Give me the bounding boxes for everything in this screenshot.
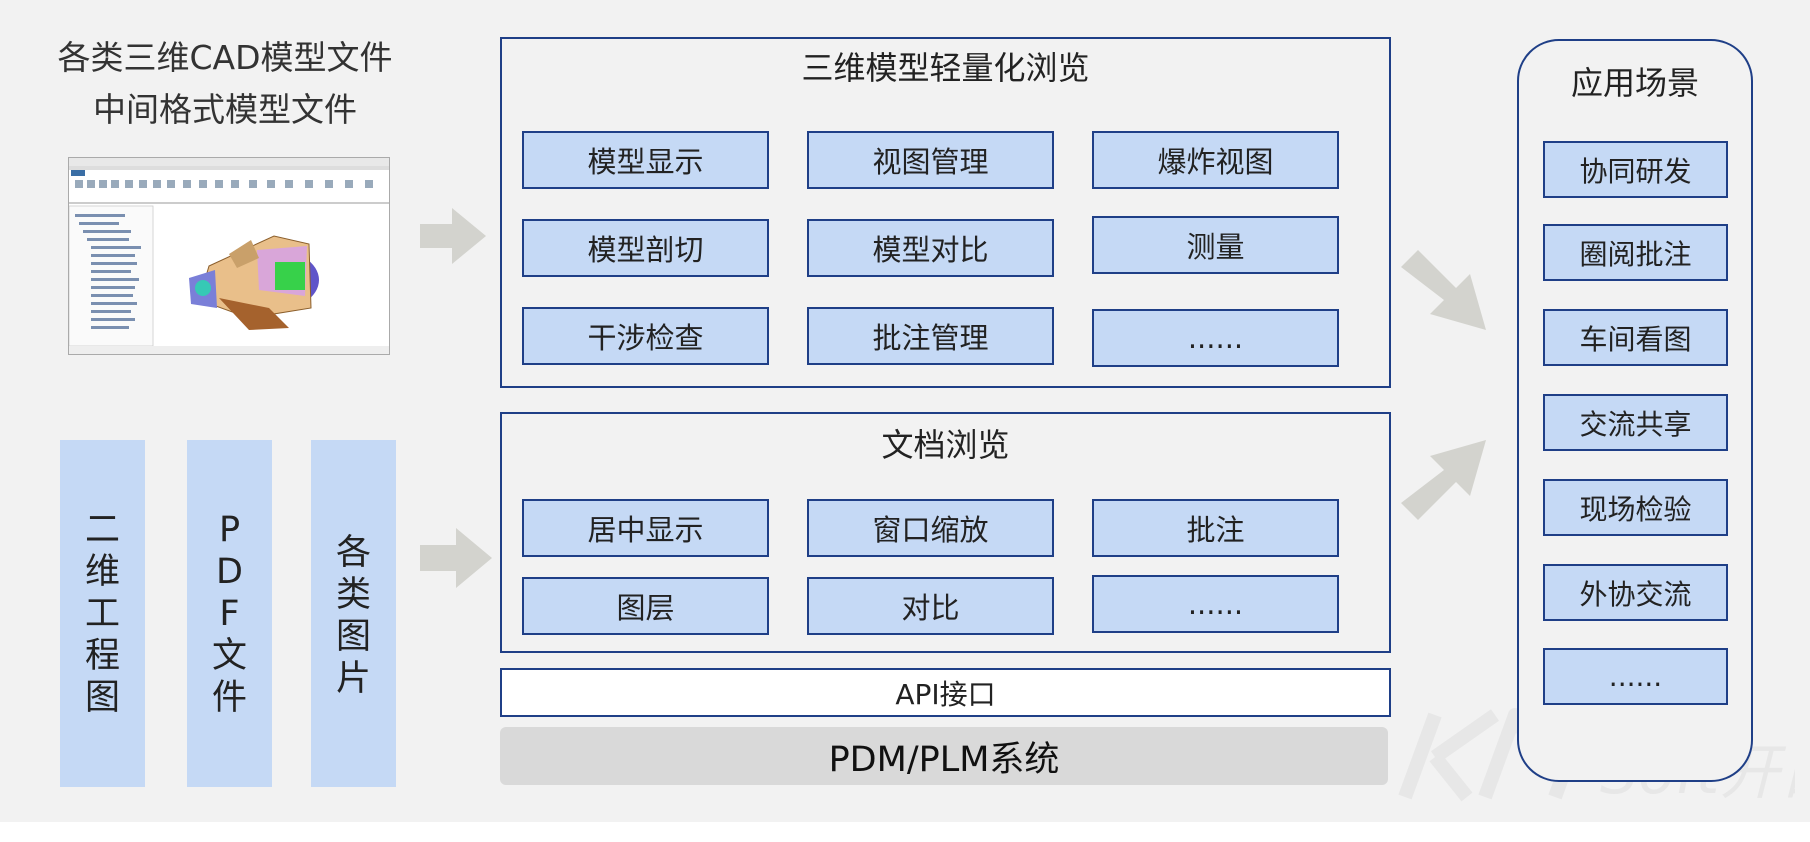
arrow-diagonal-up-icon xyxy=(1401,440,1486,520)
scenario-onsite-inspection: 现场检验 xyxy=(1543,479,1728,536)
feature-model-compare: 模型对比 xyxy=(807,219,1054,277)
feature-window-zoom: 窗口缩放 xyxy=(807,499,1054,557)
feature-view-management: 视图管理 xyxy=(807,131,1054,189)
feature-model-section: 模型剖切 xyxy=(522,219,769,277)
source-pdf-file: P D F 文 件 xyxy=(187,440,272,787)
diagram-canvas: Soft开目 各类三维CAD模型文件 中间格式模型文件 xyxy=(0,0,1810,822)
cad-screenshot-illustration xyxy=(68,158,389,354)
feature-center-display: 居中显示 xyxy=(522,499,769,557)
model-panel-title: 三维模型轻量化浏览 xyxy=(801,49,1090,87)
api-interface-bar: API接口 xyxy=(500,668,1391,717)
feature-measure: 测量 xyxy=(1092,216,1339,274)
pdm-plm-system-bar: PDM/PLM系统 xyxy=(500,727,1388,785)
feature-more: ...... xyxy=(1092,575,1339,633)
document-panel-title: 文档浏览 xyxy=(881,426,1010,464)
feature-explode-view: 爆炸视图 xyxy=(1092,131,1339,189)
scenario-communication-sharing: 交流共享 xyxy=(1543,394,1728,451)
arrow-diagonal-down-icon xyxy=(1401,250,1486,330)
cad-software-screenshot xyxy=(68,157,390,355)
scenario-collaborative-rd: 协同研发 xyxy=(1543,141,1728,198)
scenario-outsourcing-communication: 外协交流 xyxy=(1543,564,1728,621)
scenario-workshop-viewing: 车间看图 xyxy=(1543,309,1728,366)
scenario-review-annotation: 圈阅批注 xyxy=(1543,224,1728,281)
feature-compare: 对比 xyxy=(807,577,1054,635)
cad-source-title-line2: 中间格式模型文件 xyxy=(93,90,357,129)
feature-layers: 图层 xyxy=(522,577,769,635)
feature-model-display: 模型显示 xyxy=(522,131,769,189)
source-2d-drawing: 二 维 工 程 图 xyxy=(60,440,145,787)
scenario-more: ...... xyxy=(1543,648,1728,705)
scenarios-title: 应用场景 xyxy=(1570,64,1699,102)
feature-more: ...... xyxy=(1092,309,1339,367)
feature-annotation: 批注 xyxy=(1092,499,1339,557)
feature-annotation-management: 批注管理 xyxy=(807,307,1054,365)
source-images: 各 类 图 片 xyxy=(311,440,396,787)
cad-source-title-line1: 各类三维CAD模型文件 xyxy=(57,38,393,77)
arrow-right-icon xyxy=(420,528,492,588)
feature-interference-check: 干涉检查 xyxy=(522,307,769,365)
arrow-right-icon xyxy=(420,208,486,264)
